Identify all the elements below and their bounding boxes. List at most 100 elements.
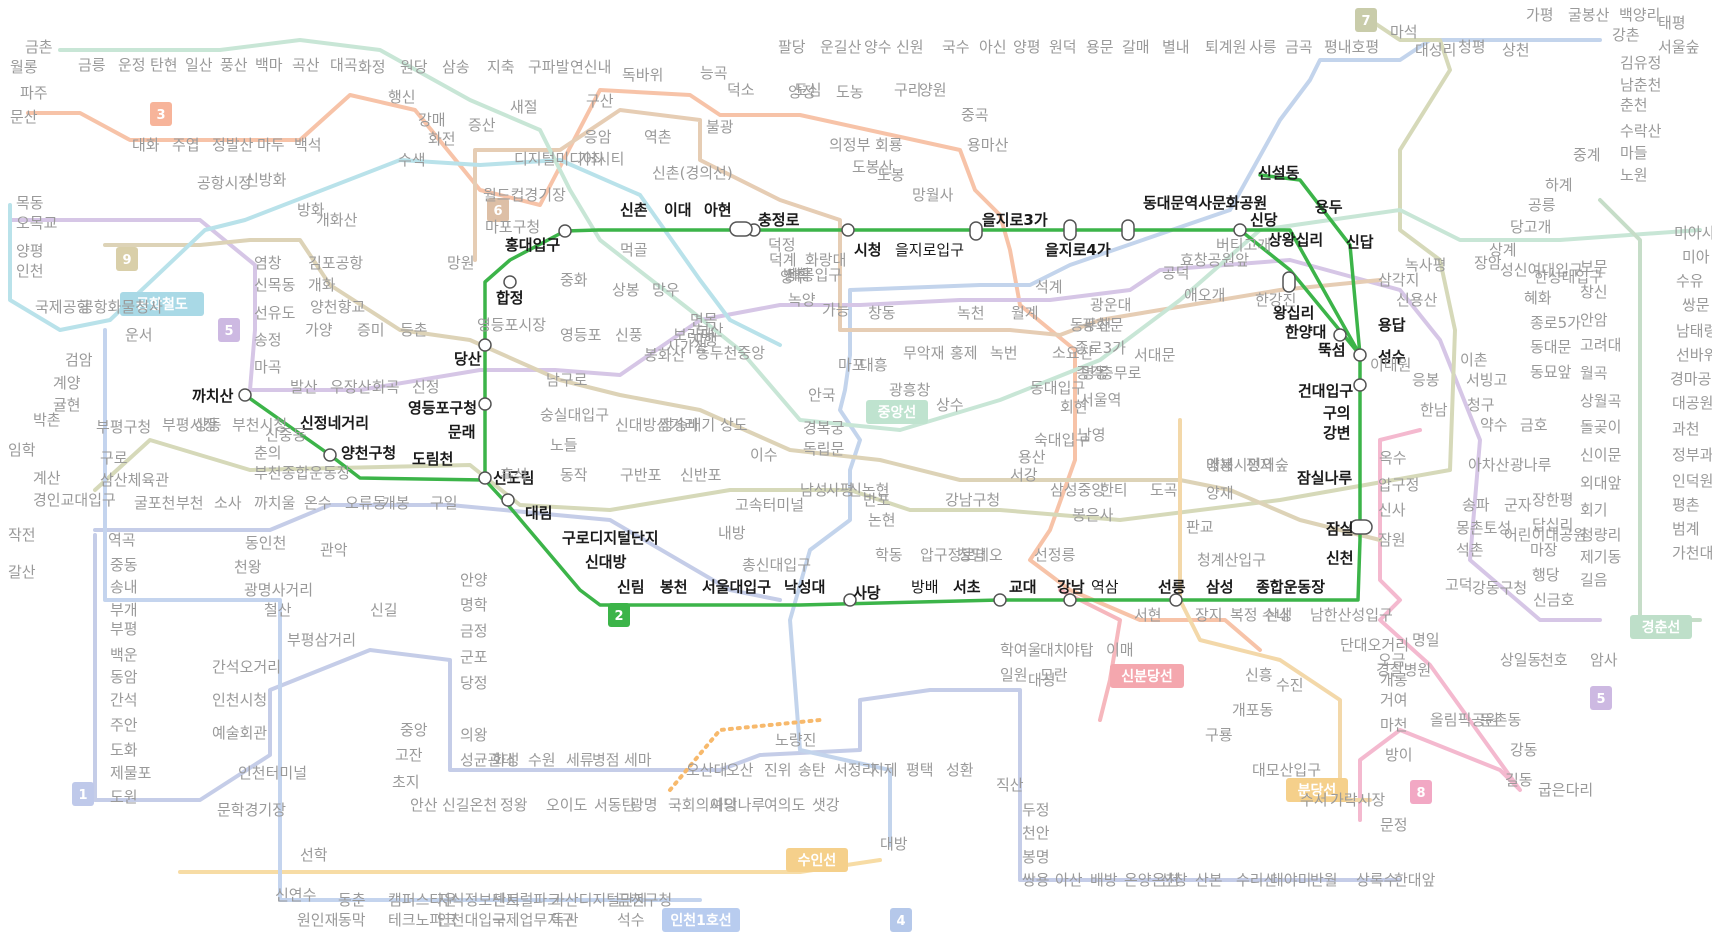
station-label[interactable]: 소요산 — [1052, 344, 1094, 362]
station-label[interactable]: 역곡 — [108, 531, 136, 549]
station-label[interactable]: 신답 — [1346, 233, 1374, 251]
station-label[interactable]: 서정리 — [834, 761, 875, 779]
station-label[interactable]: 고려대 — [1580, 336, 1621, 354]
station-label[interactable]: 서초 — [953, 578, 981, 596]
station-label[interactable]: 서동탄 — [594, 796, 636, 814]
station-label[interactable]: 충정로 — [758, 211, 800, 229]
station-label[interactable]: 신풍 — [615, 326, 643, 344]
station-label[interactable]: 창신 — [1580, 283, 1608, 301]
station-label[interactable]: 화전 — [428, 130, 456, 148]
station-label[interactable]: 보문 — [1580, 258, 1608, 276]
station-label[interactable]: 쌍문 — [1682, 296, 1710, 314]
station-label[interactable]: 온양온천 — [1124, 871, 1179, 889]
station-marker[interactable] — [1353, 348, 1367, 362]
station-label[interactable]: 잠실나루 — [1297, 469, 1352, 487]
station-label[interactable]: 수유 — [1676, 272, 1704, 290]
station-label[interactable]: 개롱 — [1380, 671, 1408, 689]
station-marker[interactable] — [969, 221, 983, 241]
station-label[interactable]: 국제공항 — [35, 298, 90, 316]
station-label[interactable]: 부천종합운동장 — [254, 464, 351, 482]
station-label[interactable]: 운길산 — [820, 38, 862, 56]
station-label[interactable]: 구룡 — [1205, 726, 1233, 744]
station-label[interactable]: 홍대입구 — [505, 236, 560, 254]
station-label[interactable]: 삼송 — [442, 58, 470, 76]
station-label[interactable]: 덕정 — [768, 236, 796, 254]
station-label[interactable]: 신길 — [370, 601, 398, 619]
station-label[interactable]: 가평 — [1526, 6, 1554, 24]
station-label[interactable]: 신목동 — [254, 276, 296, 294]
station-label[interactable]: 삼성중앙 — [1050, 481, 1105, 499]
station-label[interactable]: 화정 — [358, 58, 386, 76]
station-label[interactable]: 잠실 — [1326, 520, 1354, 538]
station-label[interactable]: 상봉 — [612, 281, 640, 299]
station-label[interactable]: 별내 — [1162, 38, 1190, 56]
station-label[interactable]: 신림 — [617, 578, 645, 596]
station-label[interactable]: 미아사거리 — [1674, 224, 1712, 242]
station-label[interactable]: 일산 — [185, 56, 213, 74]
station-label[interactable]: 부평시장 — [162, 416, 217, 434]
station-marker[interactable] — [1353, 378, 1367, 392]
station-label[interactable]: 평내호평 — [1324, 38, 1379, 56]
station-label[interactable]: 마두 — [257, 136, 285, 154]
station-label[interactable]: 경인교대입구 — [33, 491, 116, 509]
station-label[interactable]: 진위 — [764, 761, 792, 779]
station-label[interactable]: 구로 — [100, 449, 128, 467]
station-label[interactable]: 운서 — [125, 326, 153, 344]
station-label[interactable]: 인천시청 — [212, 691, 267, 709]
station-label[interactable]: 도화 — [110, 741, 138, 759]
station-label[interactable]: 신반포 — [680, 466, 722, 484]
station-marker[interactable] — [1169, 593, 1183, 607]
station-label[interactable]: 수서 — [1300, 791, 1328, 809]
station-label[interactable]: 신천 — [1326, 549, 1354, 567]
station-label[interactable]: 한성대입구 — [1534, 268, 1603, 286]
station-label[interactable]: 상왕십리 — [1268, 231, 1323, 249]
station-label[interactable]: 동인천 — [245, 534, 286, 552]
station-label[interactable]: 용두 — [1315, 198, 1343, 216]
station-label[interactable]: 을지로4가 — [1045, 241, 1111, 259]
station-label[interactable]: 사평 — [826, 481, 854, 499]
station-label[interactable]: 공릉 — [1528, 196, 1556, 214]
station-label[interactable]: 신창 — [1160, 871, 1188, 889]
station-label[interactable]: 양재시민의숲 — [1206, 456, 1289, 474]
station-label[interactable]: 구산 — [586, 92, 614, 110]
station-label[interactable]: 신정네거리 — [300, 414, 369, 432]
station-label[interactable]: 염창 — [254, 254, 282, 272]
station-label[interactable]: 군자 — [1504, 496, 1532, 514]
station-label[interactable]: 응암 — [584, 128, 612, 146]
station-label[interactable]: 중앙 — [400, 721, 428, 739]
station-label[interactable]: 가천대 — [1672, 544, 1712, 562]
station-label[interactable]: 디지털미디어시티 — [514, 150, 624, 168]
station-label[interactable]: 등촌 — [400, 321, 428, 339]
station-label[interactable]: 우장산 — [330, 378, 372, 396]
station-label[interactable]: 대야미 — [1270, 871, 1311, 889]
station-label[interactable]: 석계 — [1035, 278, 1063, 296]
station-label[interactable]: 안국 — [808, 386, 836, 404]
station-label[interactable]: 덕소 — [727, 81, 755, 99]
station-label[interactable]: 주안 — [110, 716, 138, 734]
station-label[interactable]: 신도림 — [493, 469, 534, 487]
station-label[interactable]: 개봉 — [382, 494, 410, 512]
station-marker[interactable] — [558, 224, 572, 238]
station-label[interactable]: 노량진 — [775, 731, 816, 749]
station-label[interactable]: 구일 — [430, 494, 458, 512]
station-label[interactable]: 양재 — [1206, 484, 1234, 502]
station-label[interactable]: 화곡 — [372, 378, 400, 396]
station-label[interactable]: 낙성대 — [784, 578, 825, 596]
station-label[interactable]: 청계산입구 — [1197, 551, 1266, 569]
station-label[interactable]: 상계 — [1489, 241, 1517, 259]
station-label[interactable]: 삼성 — [1206, 578, 1234, 596]
station-label[interactable]: 외대앞 — [1580, 474, 1622, 492]
station-marker[interactable] — [478, 397, 492, 411]
station-label[interactable]: 강남 — [1057, 578, 1085, 596]
station-label[interactable]: 증산 — [468, 116, 496, 134]
station-label[interactable]: 망우 — [652, 281, 680, 299]
station-label[interactable]: 과천 — [1672, 420, 1700, 438]
station-label[interactable]: 여의나루 — [710, 796, 765, 814]
station-label[interactable]: 합정 — [496, 289, 524, 307]
station-label[interactable]: 상록수 — [1356, 871, 1397, 889]
station-label[interactable]: 경마공원 — [1670, 370, 1712, 388]
station-label[interactable]: 굽은다리 — [1538, 781, 1593, 799]
station-label[interactable]: 시청 — [854, 241, 882, 259]
station-label[interactable]: 독립문 — [803, 440, 845, 458]
station-label[interactable]: 녹천 — [957, 304, 985, 322]
